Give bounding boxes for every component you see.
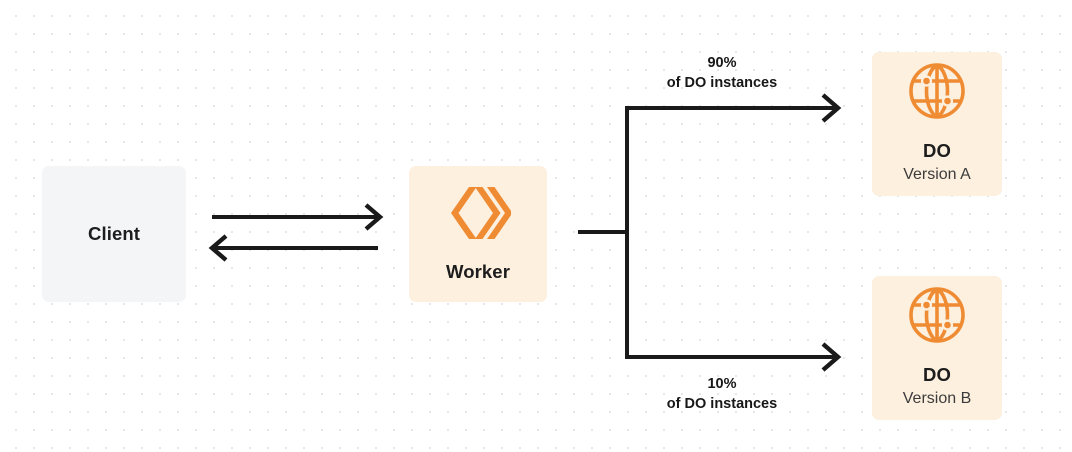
node-do-a-sublabel: Version A (903, 166, 971, 184)
branch-bottom-percent: 10% (707, 376, 737, 392)
branch-split-connector (578, 108, 629, 357)
branch-label-top: 90% of DO instances (627, 53, 817, 93)
branch-top-percent: 90% (707, 55, 737, 71)
durable-object-globe-icon (908, 62, 966, 120)
node-do-b-label: DO (923, 364, 951, 386)
node-do-version-a[interactable]: DO Version A (872, 52, 1002, 196)
branch-label-bottom: 10% of DO instances (627, 374, 817, 414)
durable-object-globe-icon (908, 286, 966, 344)
arrow-client-to-worker (212, 203, 384, 231)
branch-bottom-description: of DO instances (666, 396, 778, 412)
arrow-branch-to-do-a (625, 93, 842, 123)
node-client-label: Client (88, 222, 140, 244)
node-do-a-label: DO (923, 140, 951, 162)
node-client[interactable]: Client (42, 166, 186, 302)
node-worker-label: Worker (445, 260, 510, 282)
node-do-version-b[interactable]: DO Version B (872, 276, 1002, 420)
arrow-worker-to-client (208, 234, 378, 262)
arrow-branch-to-do-b (625, 342, 842, 372)
cloudflare-workers-icon (445, 185, 513, 241)
node-do-b-sublabel: Version B (902, 390, 972, 408)
branch-top-description: of DO instances (666, 75, 778, 91)
node-worker[interactable]: Worker (409, 166, 547, 302)
